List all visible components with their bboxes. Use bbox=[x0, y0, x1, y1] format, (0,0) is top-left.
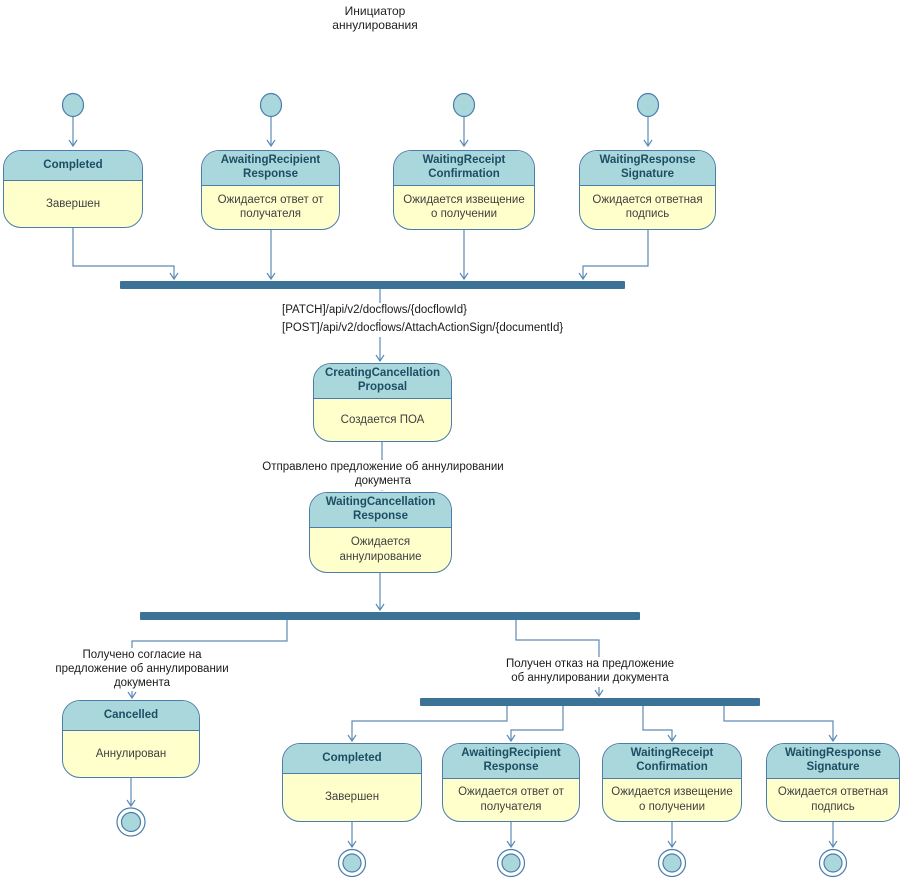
connector-forkbar-awaiting-bottom bbox=[506, 706, 564, 743]
state-name: AwaitingRecipient Response bbox=[202, 151, 339, 186]
state-creating-cancellation-proposal: CreatingCancellation Proposal Создается … bbox=[313, 363, 452, 442]
state-name: WaitingCancellation Response bbox=[310, 493, 451, 528]
join-bar-top bbox=[120, 281, 625, 289]
transition-rejected-label: Получен отказ на предложение об аннулиро… bbox=[498, 657, 682, 687]
state-name: WaitingResponse Signature bbox=[580, 151, 715, 186]
final-state-icon bbox=[657, 848, 687, 878]
state-description: Ожидается извещение о получении bbox=[403, 193, 525, 221]
state-name: WaitingResponse Signature bbox=[767, 744, 899, 779]
state-description: Ожидается ответ от получателя bbox=[458, 786, 564, 813]
api-call-patch-label: [PATCH]/api/v2/docflows/{docflowId} bbox=[280, 303, 469, 319]
state-description: Ожидается извещение о получении bbox=[611, 786, 733, 813]
state-completed-bottom: Completed Завершен bbox=[282, 743, 422, 822]
diagram-title: Инициатор аннулирования bbox=[332, 4, 418, 33]
state-waiting-receipt-confirmation-top: WaitingReceipt Confirmation Ожидается из… bbox=[393, 150, 535, 230]
state-waiting-cancellation-response: WaitingCancellation Response Ожидается а… bbox=[309, 492, 452, 573]
connector-signature-joinbar bbox=[578, 228, 649, 281]
state-description: Ожидается ответ от получателя bbox=[217, 193, 324, 221]
state-cancelled: Cancelled Аннулирован bbox=[62, 700, 200, 778]
connector-completed-joinbar bbox=[72, 228, 179, 281]
state-name: AwaitingRecipient Response bbox=[443, 744, 579, 779]
state-name: Cancelled bbox=[63, 701, 199, 731]
initial-state-icon bbox=[259, 92, 283, 118]
state-waiting-response-signature-bottom: WaitingResponse Signature Ожидается отве… bbox=[766, 743, 900, 822]
state-description: Ожидается ответная подпись bbox=[777, 786, 889, 813]
state-name: Completed bbox=[283, 744, 421, 774]
state-completed-top: Completed Завершен bbox=[3, 150, 143, 228]
state-name: Completed bbox=[4, 151, 142, 181]
state-description: Ожидается ответная подпись bbox=[592, 193, 703, 221]
state-awaiting-recipient-response-bottom: AwaitingRecipient Response Ожидается отв… bbox=[442, 743, 580, 822]
state-description: Завершен bbox=[45, 197, 101, 210]
final-state-icon bbox=[818, 848, 848, 878]
fork-bar-rejected bbox=[420, 698, 760, 706]
state-description: Завершен bbox=[324, 791, 380, 804]
state-waiting-response-signature-top: WaitingResponse Signature Ожидается отве… bbox=[579, 150, 716, 230]
api-call-post-label: [POST]/api/v2/docflows/AttachActionSign/… bbox=[280, 321, 566, 337]
transition-accepted-label: Получено согласие на предложение об анну… bbox=[44, 648, 240, 692]
state-waiting-receipt-confirmation-bottom: WaitingReceipt Confirmation Ожидается из… bbox=[602, 743, 742, 822]
initial-state-icon bbox=[61, 92, 85, 118]
final-state-icon bbox=[116, 807, 146, 837]
transition-sent-proposal-label: Отправлено предложение об аннулировании … bbox=[235, 460, 531, 490]
state-description: Ожидается аннулирование bbox=[339, 536, 422, 563]
connector-forkbar-receipt-bottom bbox=[642, 706, 677, 743]
initial-state-icon bbox=[636, 92, 660, 118]
state-name: WaitingReceipt Confirmation bbox=[603, 744, 741, 779]
state-description: Создается ПОА bbox=[340, 413, 425, 426]
connector-forkbar-completed-bottom bbox=[347, 706, 508, 743]
initial-state-icon bbox=[452, 92, 476, 118]
final-state-icon bbox=[337, 848, 367, 878]
connector-forkbar-signature-bottom bbox=[723, 706, 838, 743]
final-state-icon bbox=[496, 848, 526, 878]
state-description: Аннулирован bbox=[95, 747, 167, 760]
fork-bar-decision bbox=[140, 612, 640, 620]
state-awaiting-recipient-response-top: AwaitingRecipient Response Ожидается отв… bbox=[201, 150, 340, 230]
state-name: CreatingCancellation Proposal bbox=[314, 364, 451, 399]
state-name: WaitingReceipt Confirmation bbox=[394, 151, 534, 186]
